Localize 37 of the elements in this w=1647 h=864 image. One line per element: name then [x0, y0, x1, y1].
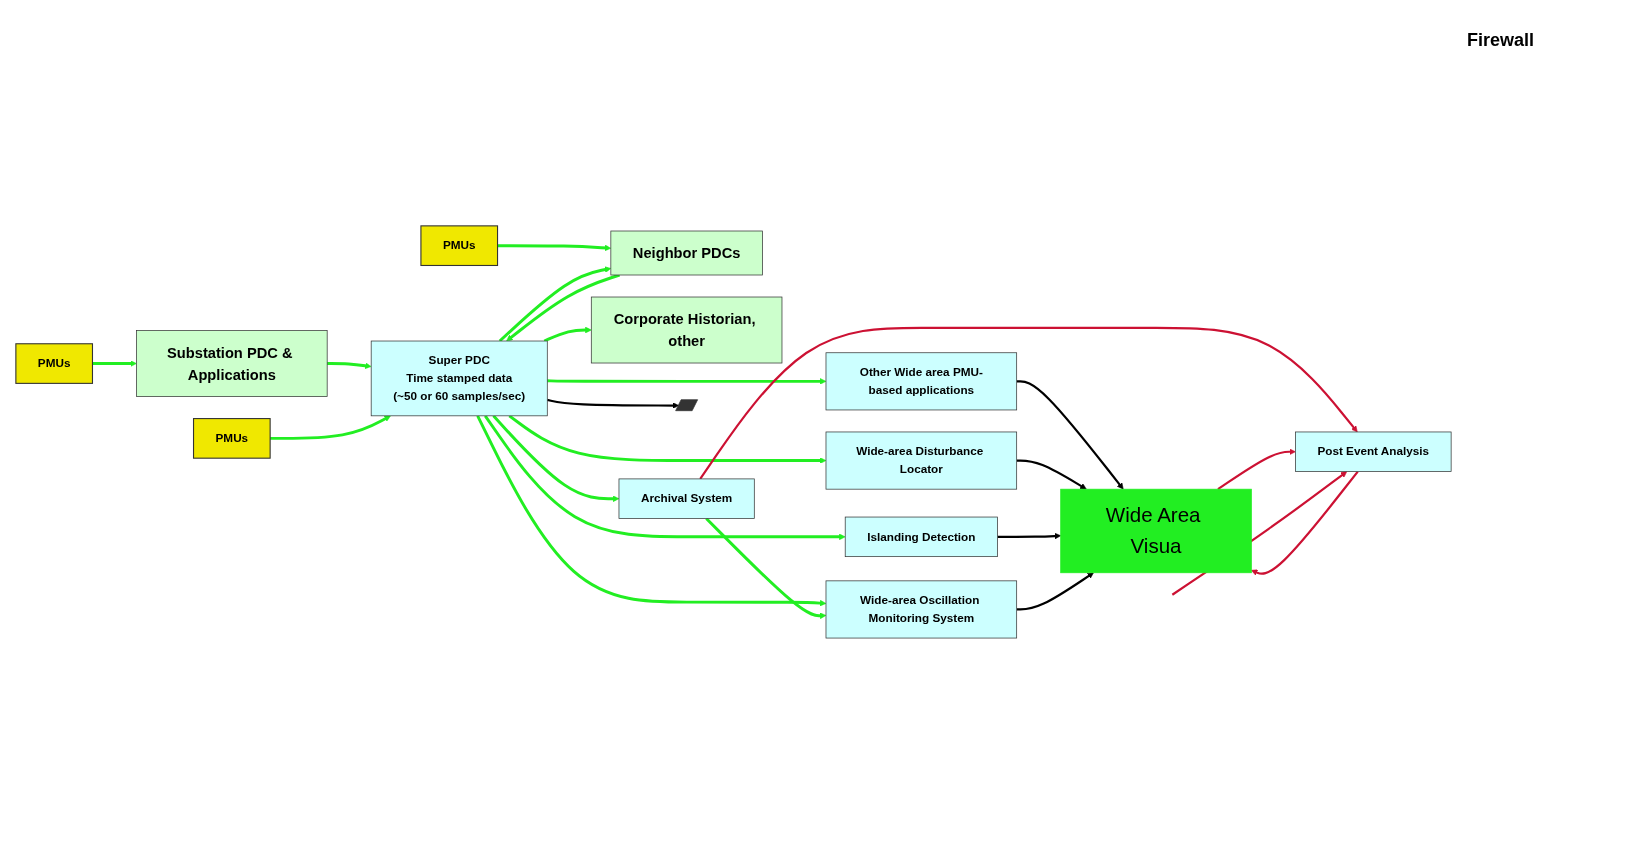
- arrow: [476, 415, 827, 607]
- arrow: [1217, 448, 1296, 491]
- node-box: Neighbor PDCs: [610, 230, 763, 276]
- arrow: [1016, 380, 1124, 490]
- node-box: Wide Area Visua: [1060, 488, 1252, 574]
- node-box: Archival System: [618, 478, 755, 519]
- arrow: [492, 414, 620, 502]
- node-box: Post Event Analysis: [1295, 431, 1452, 472]
- arrow: [92, 360, 137, 367]
- arrow: [270, 415, 391, 440]
- node-box: Substation PDC & Applications: [136, 330, 328, 397]
- node-box: Wide-area Oscillation Monitoring System: [825, 580, 1018, 639]
- node-box: PMUs: [15, 343, 94, 384]
- arrow: [497, 244, 612, 252]
- arrow: [498, 266, 612, 343]
- arrow: [484, 415, 846, 541]
- arrow: [543, 326, 592, 343]
- node-box: PMUs: [420, 225, 499, 267]
- arrow: [997, 532, 1061, 540]
- arrow: [705, 517, 827, 620]
- node-box: Wide-area Disturbance Locator: [825, 431, 1018, 490]
- arrow: [327, 362, 372, 369]
- arrow: [506, 273, 621, 342]
- node-box: Super PDC Time stamped data (~50 or 60 samples/sec): [370, 340, 548, 417]
- node-box: Corporate Historian, other: [590, 296, 783, 364]
- arrow: [1016, 459, 1087, 490]
- node-box: Islanding Detection: [844, 516, 998, 558]
- node-bar: [675, 399, 698, 412]
- firewall-label: Firewall: [1467, 30, 1536, 51]
- node-box: Other Wide area PMU-based applications: [825, 352, 1018, 411]
- arrow: [547, 398, 680, 409]
- arrow: [1016, 572, 1094, 611]
- arrow: [1251, 470, 1359, 576]
- node-box: PMUs: [192, 418, 271, 459]
- arrow: [699, 326, 1358, 480]
- arrow: [547, 378, 827, 385]
- arrow: [508, 414, 827, 464]
